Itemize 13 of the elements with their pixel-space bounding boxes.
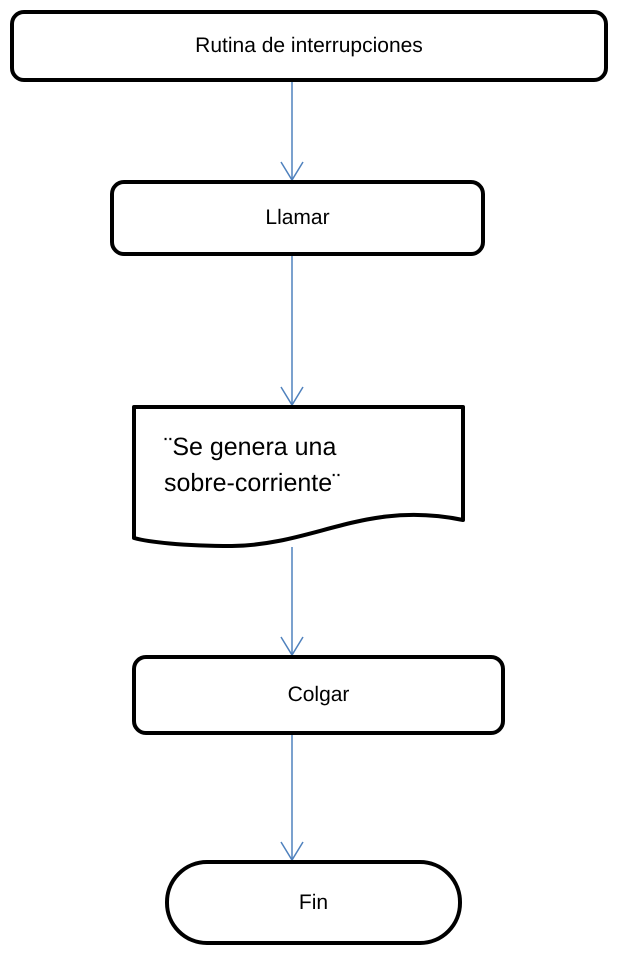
arrow (280, 256, 304, 406)
arrow (280, 82, 304, 181)
node-label: Llamar (265, 205, 330, 232)
arrow (280, 547, 304, 656)
process-box (132, 655, 505, 735)
process-box (110, 180, 485, 256)
node-label: Colgar (288, 682, 350, 708)
node-label: Rutina de interrupciones (195, 33, 423, 60)
node-label: ¨Se genera una sobre-corriente¨ (164, 433, 340, 498)
node-label: Fin (298, 890, 328, 916)
process-box (10, 10, 608, 82)
arrow (280, 735, 304, 861)
document-shape (132, 405, 465, 550)
